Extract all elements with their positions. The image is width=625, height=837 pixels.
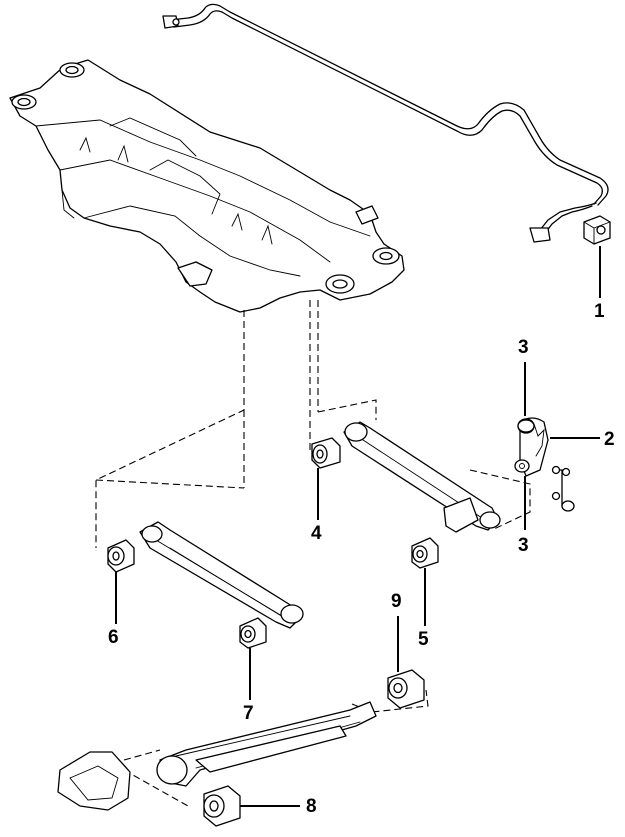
callout-leaders (115, 246, 601, 807)
stabilizer-bar (162, 3, 609, 243)
callout-9: 9 (391, 591, 402, 612)
bushing-part-6 (107, 539, 135, 573)
callout-6: 6 (108, 627, 119, 648)
callout-3-upper: 3 (518, 337, 529, 358)
callout-8: 8 (306, 796, 317, 817)
dashed-guide-lines (95, 300, 531, 807)
upper-lateral-link (343, 421, 501, 533)
link-bolt-part-2 (551, 465, 575, 512)
bushing-part-5 (411, 537, 439, 569)
bushing-part-9 (387, 669, 425, 709)
bushing-part-7 (239, 617, 267, 649)
stabilizer-bushing-part-1 (583, 215, 611, 245)
callout-4: 4 (311, 523, 322, 544)
lower-lateral-link (139, 521, 304, 629)
callout-1: 1 (594, 301, 605, 322)
callout-2: 2 (604, 429, 615, 450)
bushing-part-3-upper (517, 419, 535, 433)
trailing-arm (57, 701, 377, 811)
bushing-part-4 (311, 437, 341, 469)
rear-subframe (9, 59, 405, 313)
callout-3-lower: 3 (518, 535, 529, 556)
callout-7: 7 (243, 703, 254, 724)
bushing-part-8 (203, 785, 241, 827)
bushing-part-3-lower (514, 459, 530, 473)
callout-5: 5 (418, 629, 429, 650)
